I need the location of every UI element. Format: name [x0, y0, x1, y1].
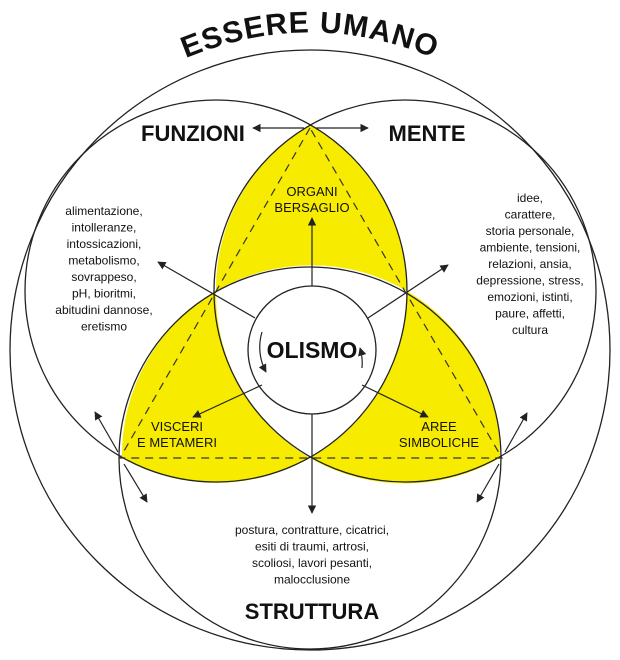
cycle-arrow-left — [258, 331, 267, 373]
visceri-label-2: E METAMERI — [137, 435, 217, 450]
arrow-to-visceri — [192, 384, 263, 418]
arrow-left-down — [123, 463, 148, 503]
aree-label-2: SIMBOLICHE — [399, 435, 480, 450]
visceri-label-1: VISCERI — [151, 419, 203, 434]
mente-list: idee, carattere, storia personale, ambiente… — [476, 191, 583, 337]
mente-list-line: storia personale, — [486, 224, 575, 238]
funzioni-list: alimentazione, intolleranze, intossicazion… — [55, 204, 152, 334]
organi-label-1: ORGANI — [286, 184, 337, 199]
struttura-list-line: scoliosi, lavori pesanti, — [252, 556, 372, 570]
funzioni-list-line: alimentazione, — [65, 204, 142, 218]
funzioni-list-line: pH, bioritmi, — [72, 287, 136, 301]
mente-list-line: idee, — [517, 191, 543, 205]
struttura-list-line: malocclusione — [274, 573, 350, 587]
arrow-to-aree — [361, 384, 429, 418]
mente-list-line: depressione, stress, — [476, 274, 583, 288]
funzioni-list-line: abitudini dannose, — [55, 303, 152, 317]
struttura-list: postura, contratture, cicatrici, esiti di… — [235, 523, 389, 587]
arrow-right-down — [476, 463, 500, 503]
mente-list-line: paure, affetti, — [495, 307, 565, 321]
organi-label-2: BERSAGLIO — [274, 200, 349, 215]
funzioni-list-line: intossicazioni, — [67, 237, 142, 251]
funzioni-list-line: eretismo — [81, 320, 127, 334]
mente-circle — [213, 99, 597, 483]
funzioni-list-line: metabolismo, — [68, 254, 139, 268]
mente-list-line: cultura — [512, 323, 548, 337]
intersection-mente-struttura — [310, 291, 501, 484]
mente-list-line: carattere, — [505, 208, 556, 222]
aree-label-1: AREE — [421, 419, 457, 434]
olismo-label: OLISMO — [267, 337, 358, 363]
outer-circle — [9, 49, 611, 651]
intersection-funzioni-struttura — [121, 291, 310, 483]
arrow-to-mente — [367, 264, 449, 319]
funzioni-circle — [24, 99, 408, 483]
funzioni-label: FUNZIONI — [141, 121, 245, 146]
arrow-to-funzioni — [157, 261, 256, 319]
funzioni-list-line: sovrappeso, — [71, 270, 136, 284]
struttura-list-line: postura, contratture, cicatrici, — [235, 523, 389, 537]
struttura-label: STRUTTURA — [245, 599, 380, 624]
cycle-arrow-right — [358, 347, 367, 369]
arrow-left-up — [94, 411, 119, 453]
mente-list-line: relazioni, ansia, — [488, 257, 571, 271]
funzioni-list-line: intolleranze, — [72, 221, 137, 235]
mente-label: MENTE — [389, 121, 466, 146]
mente-list-line: emozioni, istinti, — [487, 290, 572, 304]
arrow-right-up — [504, 412, 528, 453]
diagram-title: ESSERE UMANO — [176, 6, 443, 64]
intersection-funzioni-mente — [215, 125, 408, 291]
mente-list-line: ambiente, tensioni, — [480, 241, 581, 255]
struttura-list-line: esiti di traumi, artrosi, — [255, 540, 369, 554]
